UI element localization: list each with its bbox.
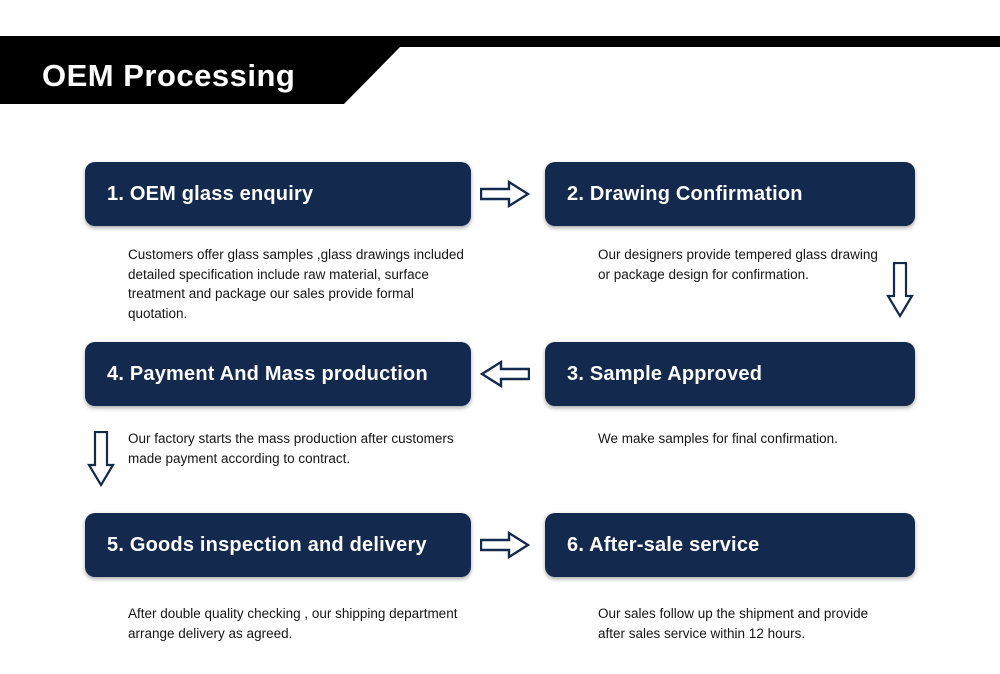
step-box-1: 1. OEM glass enquiry — [85, 162, 471, 226]
step-4-description: Our factory starts the mass production a… — [128, 431, 454, 466]
step-6-description: Our sales follow up the shipment and pro… — [598, 606, 869, 641]
banner-top-strip — [0, 36, 1000, 47]
step-5-description: After double quality checking , our ship… — [128, 606, 458, 641]
step-1-title: 1. OEM glass enquiry — [107, 182, 314, 205]
page-title: OEM Processing — [42, 57, 296, 93]
right-arrow-icon — [480, 178, 530, 210]
step-2-description: Our designers provide tempered glass dra… — [598, 247, 878, 282]
step-box-5: 5. Goods inspection and delivery — [85, 513, 471, 577]
right-arrow-icon — [480, 529, 530, 561]
step-box-6: 6. After-sale service — [545, 513, 915, 577]
step-4-title: 4. Payment And Mass production — [107, 362, 428, 385]
step-6-title: 6. After-sale service — [567, 533, 760, 556]
down-arrow-icon — [886, 262, 914, 318]
step-3-title: 3. Sample Approved — [567, 362, 763, 385]
step-5-title: 5. Goods inspection and delivery — [107, 533, 427, 556]
step-box-2: 2. Drawing Confirmation — [545, 162, 915, 226]
step-3-description: We make samples for final confirmation. — [598, 431, 838, 446]
left-arrow-icon — [480, 358, 530, 390]
step-1-description: Customers offer glass samples ,glass dra… — [128, 247, 464, 321]
down-arrow-icon — [87, 431, 115, 487]
banner: OEM Processing — [0, 47, 400, 104]
step-2-title: 2. Drawing Confirmation — [567, 182, 803, 205]
step-box-3: 3. Sample Approved — [545, 342, 915, 406]
step-box-4: 4. Payment And Mass production — [85, 342, 471, 406]
